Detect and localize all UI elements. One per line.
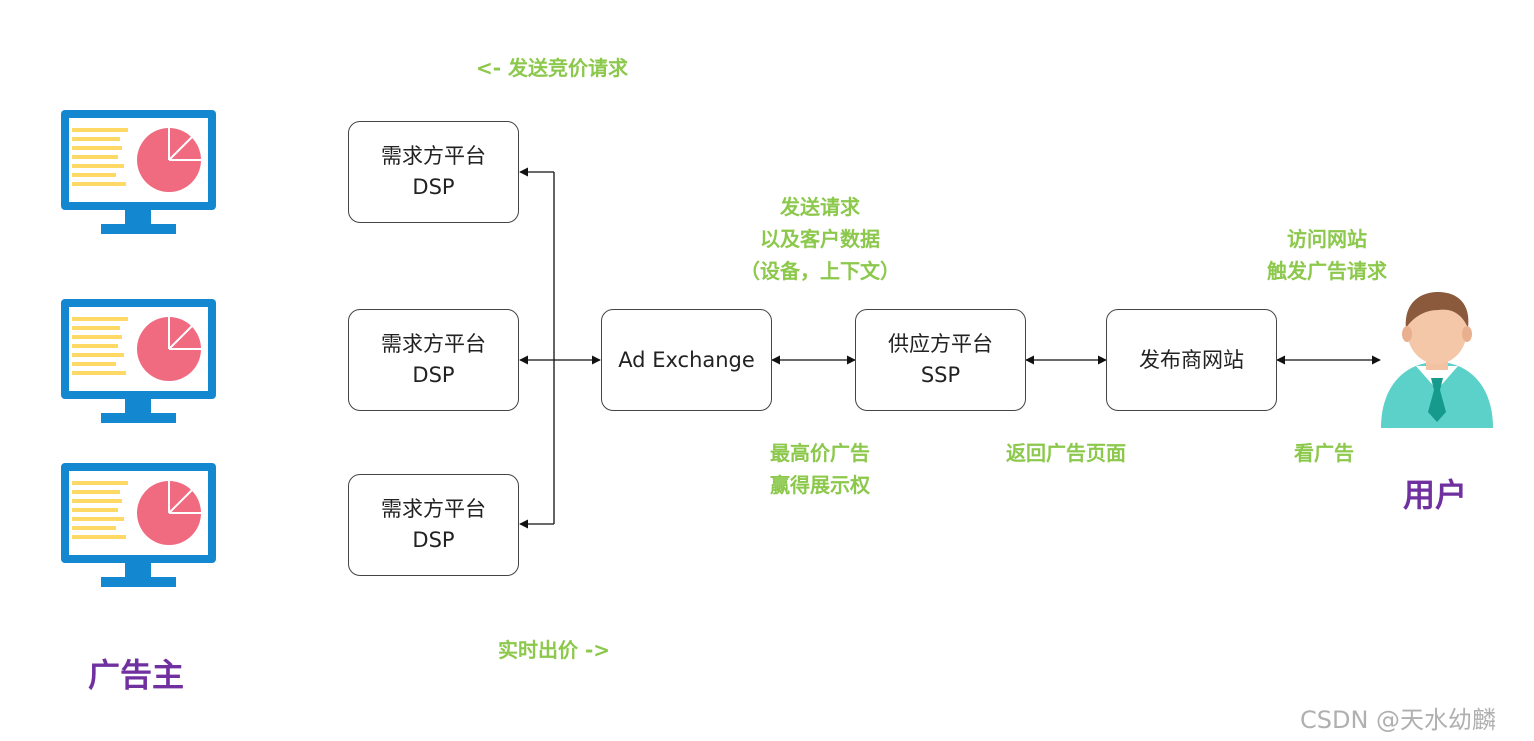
publisher-node: 发布商网站 [1106,309,1277,411]
dsp-node-bottom-abbr: DSP [412,528,455,552]
user-avatar-icon [1381,292,1493,428]
note-highest-bid-line: 最高价广告 [770,441,870,465]
publisher-label: 发布商网站 [1139,347,1244,372]
ssp-node-name: 供应方平台 [888,332,993,356]
monitor-icon [61,299,216,423]
ad-exchange-node: Ad Exchange [601,309,772,411]
dsp-node-middle: 需求方平台 DSP [348,309,519,411]
dsp-node-top: 需求方平台 DSP [348,121,519,223]
watermark: CSDN @天水幼麟 [1300,706,1497,734]
note-visit-site-line: 访问网站 [1287,227,1367,251]
note-realtime-bid: 实时出价 -> [498,638,611,662]
note-send-bid-request: <- 发送竞价请求 [476,56,629,80]
dsp-node-top-abbr: DSP [412,175,455,199]
monitor-icon [61,110,216,234]
note-highest-bid: 最高价广告 赢得展示权 [748,437,892,501]
note-send-request-line: 以及客户数据 [760,227,880,251]
dsp-node-middle-name: 需求方平台 [381,332,486,356]
dsp-node-top-name: 需求方平台 [381,144,486,168]
ssp-node-abbr: SSP [920,363,961,387]
ssp-node: 供应方平台 SSP [855,309,1026,411]
dsp-node-bottom: 需求方平台 DSP [348,474,519,576]
note-view-ad: 看广告 [1294,441,1354,465]
monitor-icon [61,463,216,587]
dsp-node-bottom-name: 需求方平台 [381,497,486,521]
note-send-request: 发送请求 以及客户数据 （设备，上下文） [728,191,912,287]
note-highest-bid-line: 赢得展示权 [770,473,870,497]
ad-exchange-label: Ad Exchange [618,347,755,372]
note-visit-site-line: 触发广告请求 [1267,259,1387,283]
note-send-request-line: （设备，上下文） [740,259,900,283]
user-label: 用户 [1403,476,1468,514]
note-send-request-line: 发送请求 [780,195,860,219]
note-visit-site: 访问网站 触发广告请求 [1252,223,1402,287]
note-return-page: 返回广告页面 [1006,441,1126,465]
dsp-node-middle-abbr: DSP [412,363,455,387]
advertiser-label: 广告主 [88,656,185,694]
